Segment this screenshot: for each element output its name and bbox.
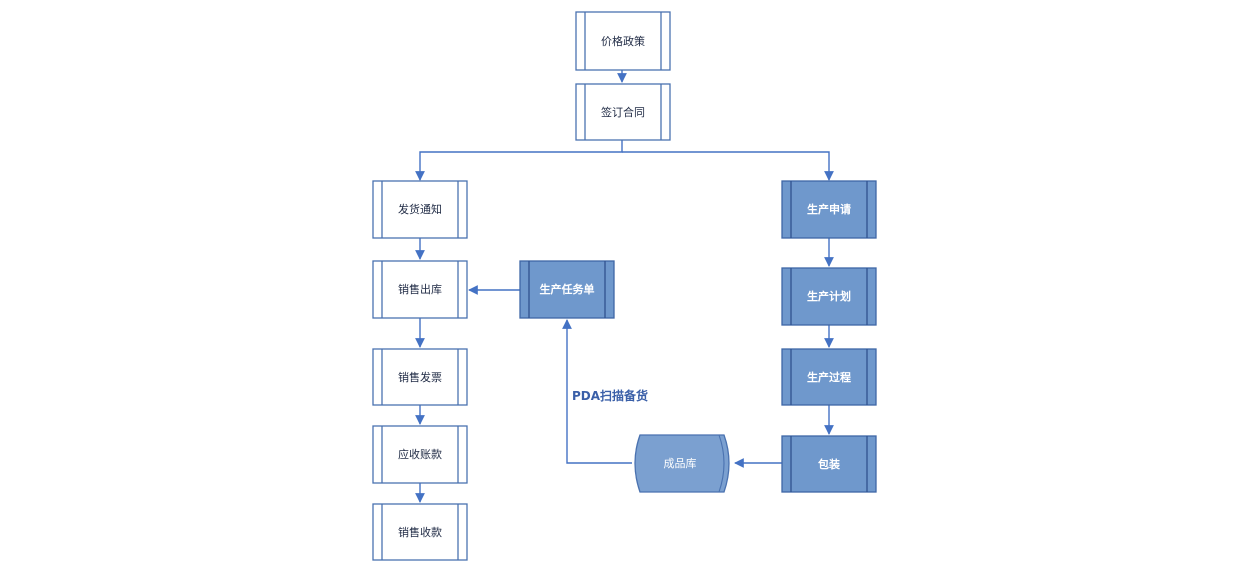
edge-contract-to-request [622,151,834,181]
node-price-policy: 价格政策 [575,11,671,71]
node-production-process: 生产过程 [781,348,877,406]
node-sales-invoice-label: 销售发票 [398,370,442,384]
edge-contract-split [415,140,623,181]
connectors [415,70,834,503]
node-production-plan: 生产计划 [781,267,877,326]
node-sales-outbound-label: 销售出库 [398,282,442,296]
node-delivery-notice-label: 发货通知 [398,202,442,216]
node-price-policy-label: 价格政策 [601,34,645,48]
node-sales-receipt: 销售收款 [372,503,468,561]
node-delivery-notice: 发货通知 [372,180,468,239]
storage-inner-curve [718,434,725,493]
node-production-request-label: 生产申请 [807,202,851,216]
node-sign-contract: 签订合同 [575,83,671,141]
pda-scan-label: PDA扫描备货 [572,388,648,403]
node-finished-goods: 成品库 [634,434,730,493]
node-production-task-label: 生产任务单 [540,282,595,296]
node-receivable-label: 应收账款 [398,447,442,461]
node-production-request: 生产申请 [781,180,877,239]
node-production-plan-label: 生产计划 [807,289,851,303]
node-packaging: 包装 [781,435,877,493]
edge-storage-to-task [562,319,632,464]
node-sales-outbound: 销售出库 [372,260,468,319]
node-packaging-label: 包装 [817,457,840,471]
storage-shape [634,434,730,493]
node-production-task: 生产任务单 [519,260,615,319]
node-finished-goods-label: 成品库 [664,457,697,470]
node-receivable: 应收账款 [372,425,468,484]
node-sign-contract-label: 签订合同 [601,105,645,119]
node-sales-receipt-label: 销售收款 [398,525,442,539]
node-sales-invoice: 销售发票 [372,348,468,406]
node-production-process-label: 生产过程 [807,370,851,384]
